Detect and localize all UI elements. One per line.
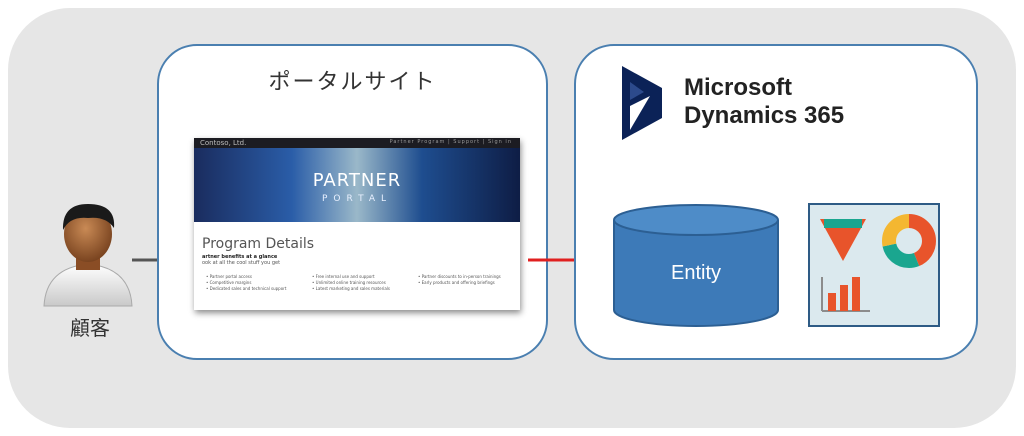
- benefits-tagline: ook at all the cool stuff you get: [202, 260, 281, 266]
- benefits-list-2: Free internal use and support Unlimited …: [312, 274, 390, 292]
- hero-subtitle: PORTAL: [321, 194, 393, 204]
- portal-nav-item: Support: [453, 139, 481, 145]
- benefits-list-3: Partner discounts to in-person trainings…: [418, 274, 501, 286]
- customer-person-icon: [43, 204, 133, 307]
- benefits-list-1: Partner portal access Competitive margin…: [206, 274, 287, 292]
- logo-text-line2: Dynamics 365: [684, 102, 845, 129]
- list-item: Free internal use and support: [312, 274, 390, 280]
- benefits-subheading: artner benefits at a glance: [202, 254, 278, 260]
- entity-label: Entity: [670, 262, 722, 284]
- portal-nav: Partner Program | Support | Sign in: [389, 139, 512, 145]
- entity-database-icon: [613, 204, 779, 327]
- analytics-icon: [820, 214, 936, 312]
- portal-top-bar: Contoso, Ltd. Partner Program | Support …: [194, 138, 520, 148]
- list-item: Partner portal access: [206, 274, 286, 280]
- dynamics-365-logo-icon: [622, 66, 662, 140]
- list-item: Dedicated sales and technical support: [206, 286, 287, 292]
- list-item: Partner discounts to in-person trainings: [418, 274, 501, 280]
- portal-nav-item: Partner Program: [389, 139, 446, 145]
- portal-nav-item: Sign in: [487, 139, 512, 145]
- list-item: Unlimited online training resources: [312, 280, 390, 286]
- logo-text-line1: Microsoft: [684, 74, 792, 101]
- customer-label: 顧客: [70, 316, 110, 340]
- portal-hero-banner: PARTNER PORTAL: [194, 148, 520, 222]
- program-details-heading: Program Details: [202, 236, 315, 252]
- hero-title: PARTNER: [312, 170, 402, 191]
- portal-site-title: ポータルサイト: [268, 70, 437, 95]
- analytics-panel: [808, 203, 940, 327]
- list-item: Latest marketing and sales materials: [312, 286, 390, 292]
- portal-brand: Contoso, Ltd.: [200, 139, 247, 147]
- list-item: Competitive margins: [206, 280, 286, 286]
- partner-portal-screenshot: Contoso, Ltd. Partner Program | Support …: [194, 138, 520, 310]
- list-item: Early products and offering briefings: [418, 280, 501, 286]
